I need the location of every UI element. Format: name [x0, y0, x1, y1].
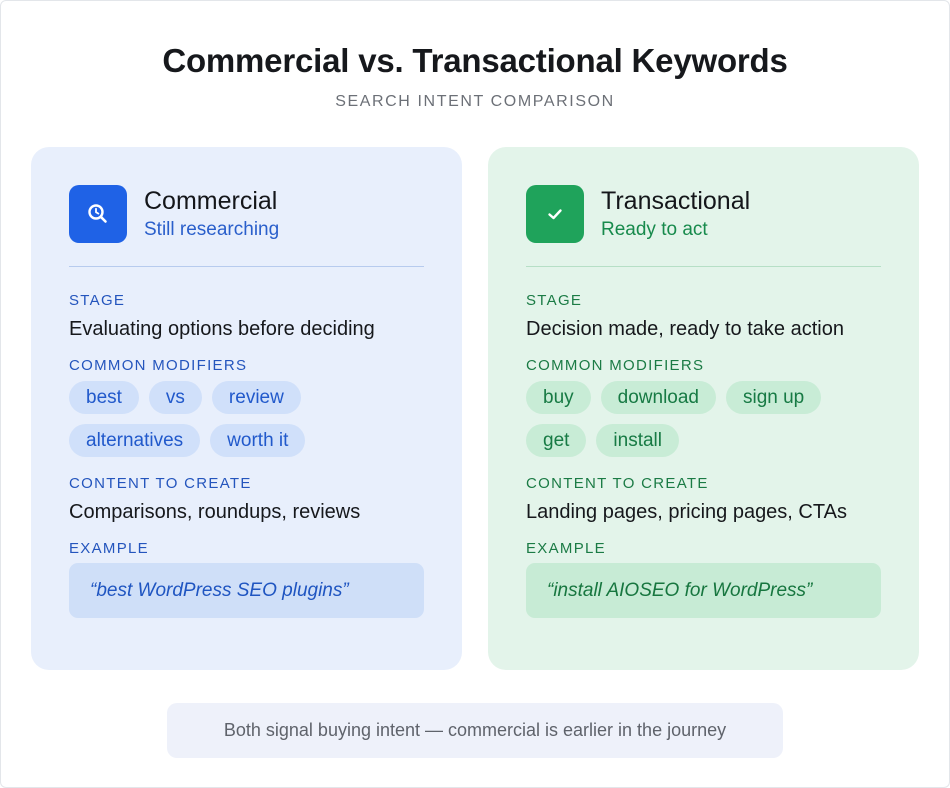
transactional-subtitle: Ready to act — [601, 219, 708, 240]
commercial-example: “best WordPress SEO plugins” — [69, 563, 424, 618]
commercial-stage-label: STAGE — [69, 292, 126, 309]
transactional-content-label: CONTENT TO CREATE — [526, 475, 709, 492]
transactional-divider — [526, 266, 881, 267]
commercial-modifiers-label: COMMON MODIFIERS — [69, 357, 248, 374]
commercial-content: Comparisons, roundups, reviews — [69, 501, 361, 523]
commercial-stage: Evaluating options before deciding — [69, 318, 375, 340]
transactional-header: Transactional Ready to act — [526, 185, 881, 243]
modifier-pill: vs — [148, 381, 202, 414]
footer-note: Both signal buying intent — commercial i… — [167, 703, 783, 758]
commercial-example-label: EXAMPLE — [69, 540, 149, 557]
page-title: Commercial vs. Transactional Keywords — [162, 42, 788, 79]
modifier-pill: worth it — [210, 424, 306, 457]
commercial-modifiers: best vs review alternatives worth it — [69, 381, 349, 467]
transactional-modifiers-label: COMMON MODIFIERS — [526, 357, 705, 374]
commercial-header: Commercial Still researching — [69, 185, 424, 243]
transactional-example: “install AIOSEO for WordPress” — [526, 563, 881, 618]
transactional-content: Landing pages, pricing pages, CTAs — [526, 501, 847, 523]
modifier-pill: review — [211, 381, 301, 414]
commercial-card: Commercial Still researching STAGE Evalu… — [31, 147, 462, 670]
transactional-card: Transactional Ready to act STAGE Decisio… — [488, 147, 919, 670]
modifier-pill: sign up — [725, 381, 822, 414]
modifier-pill: best — [69, 381, 139, 414]
modifier-pill: download — [600, 381, 716, 414]
page-subtitle: SEARCH INTENT COMPARISON — [335, 93, 615, 110]
transactional-title: Transactional — [601, 187, 751, 215]
transactional-modifiers: buy download sign up get install — [526, 381, 846, 467]
commercial-content-label: CONTENT TO CREATE — [69, 475, 252, 492]
modifier-pill: alternatives — [69, 424, 201, 457]
check-icon — [526, 185, 584, 243]
transactional-stage: Decision made, ready to take action — [526, 318, 844, 340]
modifier-pill: buy — [526, 381, 591, 414]
search-icon — [69, 185, 127, 243]
commercial-subtitle: Still researching — [144, 219, 280, 240]
transactional-stage-label: STAGE — [526, 292, 583, 309]
commercial-divider — [69, 266, 424, 267]
transactional-example-label: EXAMPLE — [526, 540, 606, 557]
modifier-pill: install — [596, 424, 679, 457]
commercial-title: Commercial — [144, 187, 278, 215]
modifier-pill: get — [526, 424, 587, 457]
